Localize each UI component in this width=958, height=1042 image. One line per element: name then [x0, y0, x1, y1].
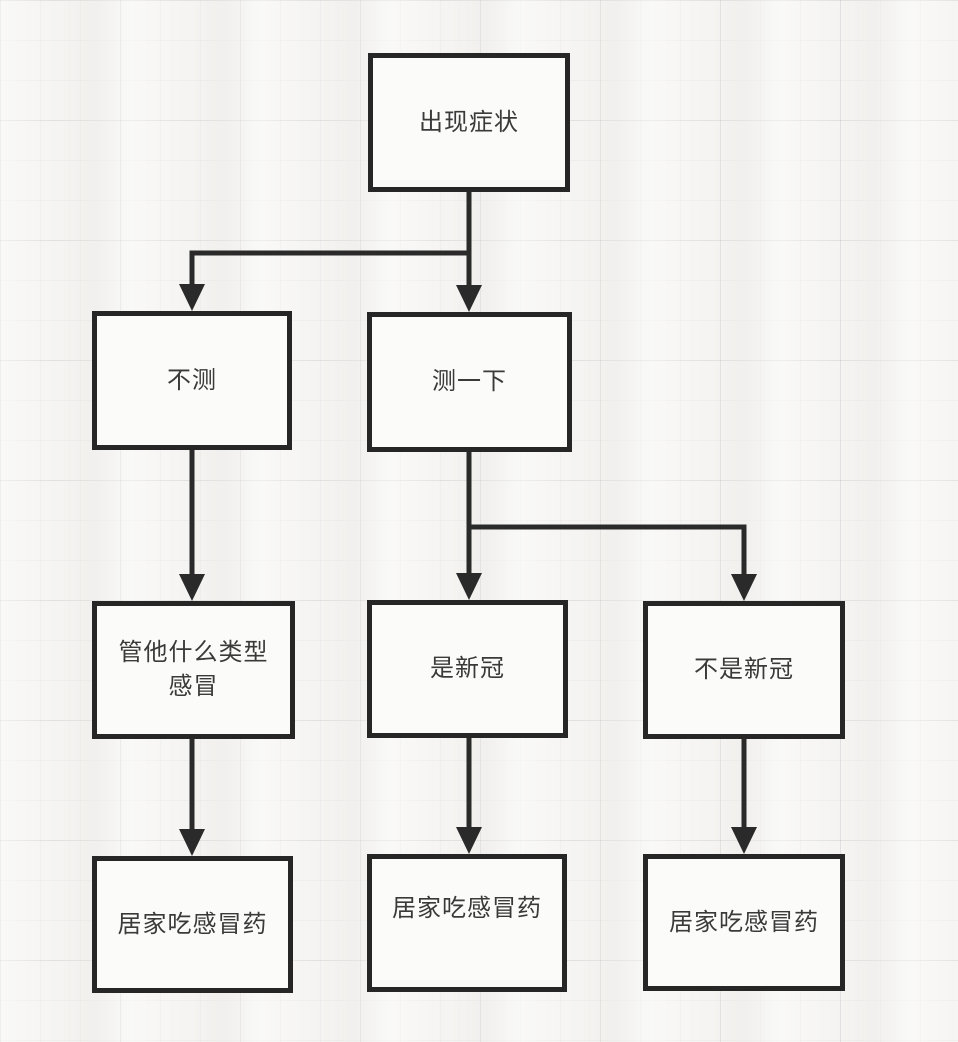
node-test: 测一下 [367, 312, 572, 452]
node-start-label: 出现症状 [419, 107, 519, 136]
node-home-mid-label: 居家吃感冒药 [392, 894, 542, 923]
arrowhead-home-left [179, 829, 205, 856]
node-whatever-cold: 管他什么类型感冒 [92, 601, 295, 739]
node-not-covid: 不是新冠 [643, 601, 845, 739]
arrowhead-is-covid [456, 573, 482, 600]
node-test-label: 测一下 [432, 367, 507, 396]
node-home-right: 居家吃感冒药 [643, 854, 845, 991]
arrowhead-test [456, 285, 482, 312]
node-is-covid: 是新冠 [367, 600, 568, 738]
arrowhead-home-right [731, 827, 757, 854]
node-home-right-label: 居家吃感冒药 [669, 907, 819, 936]
node-home-left-label: 居家吃感冒药 [117, 909, 268, 938]
node-no-test: 不测 [92, 311, 292, 450]
arrowhead-whatever-cold [179, 574, 205, 601]
node-home-left: 居家吃感冒药 [92, 856, 293, 993]
node-start: 出现症状 [368, 53, 570, 192]
connector-test-to-not-covid [466, 452, 747, 576]
node-not-covid-label: 不是新冠 [694, 655, 794, 684]
node-is-covid-label: 是新冠 [430, 654, 505, 683]
node-whatever-cold-label: 管他什么类型感冒 [118, 638, 269, 700]
node-no-test-label: 不测 [167, 365, 217, 394]
arrowhead-not-covid [731, 574, 757, 601]
connector-start-to-no-test [189, 192, 472, 286]
node-home-mid: 居家吃感冒药 [367, 854, 567, 992]
arrowhead-home-mid [456, 827, 482, 854]
arrowhead-no-test [179, 284, 205, 311]
